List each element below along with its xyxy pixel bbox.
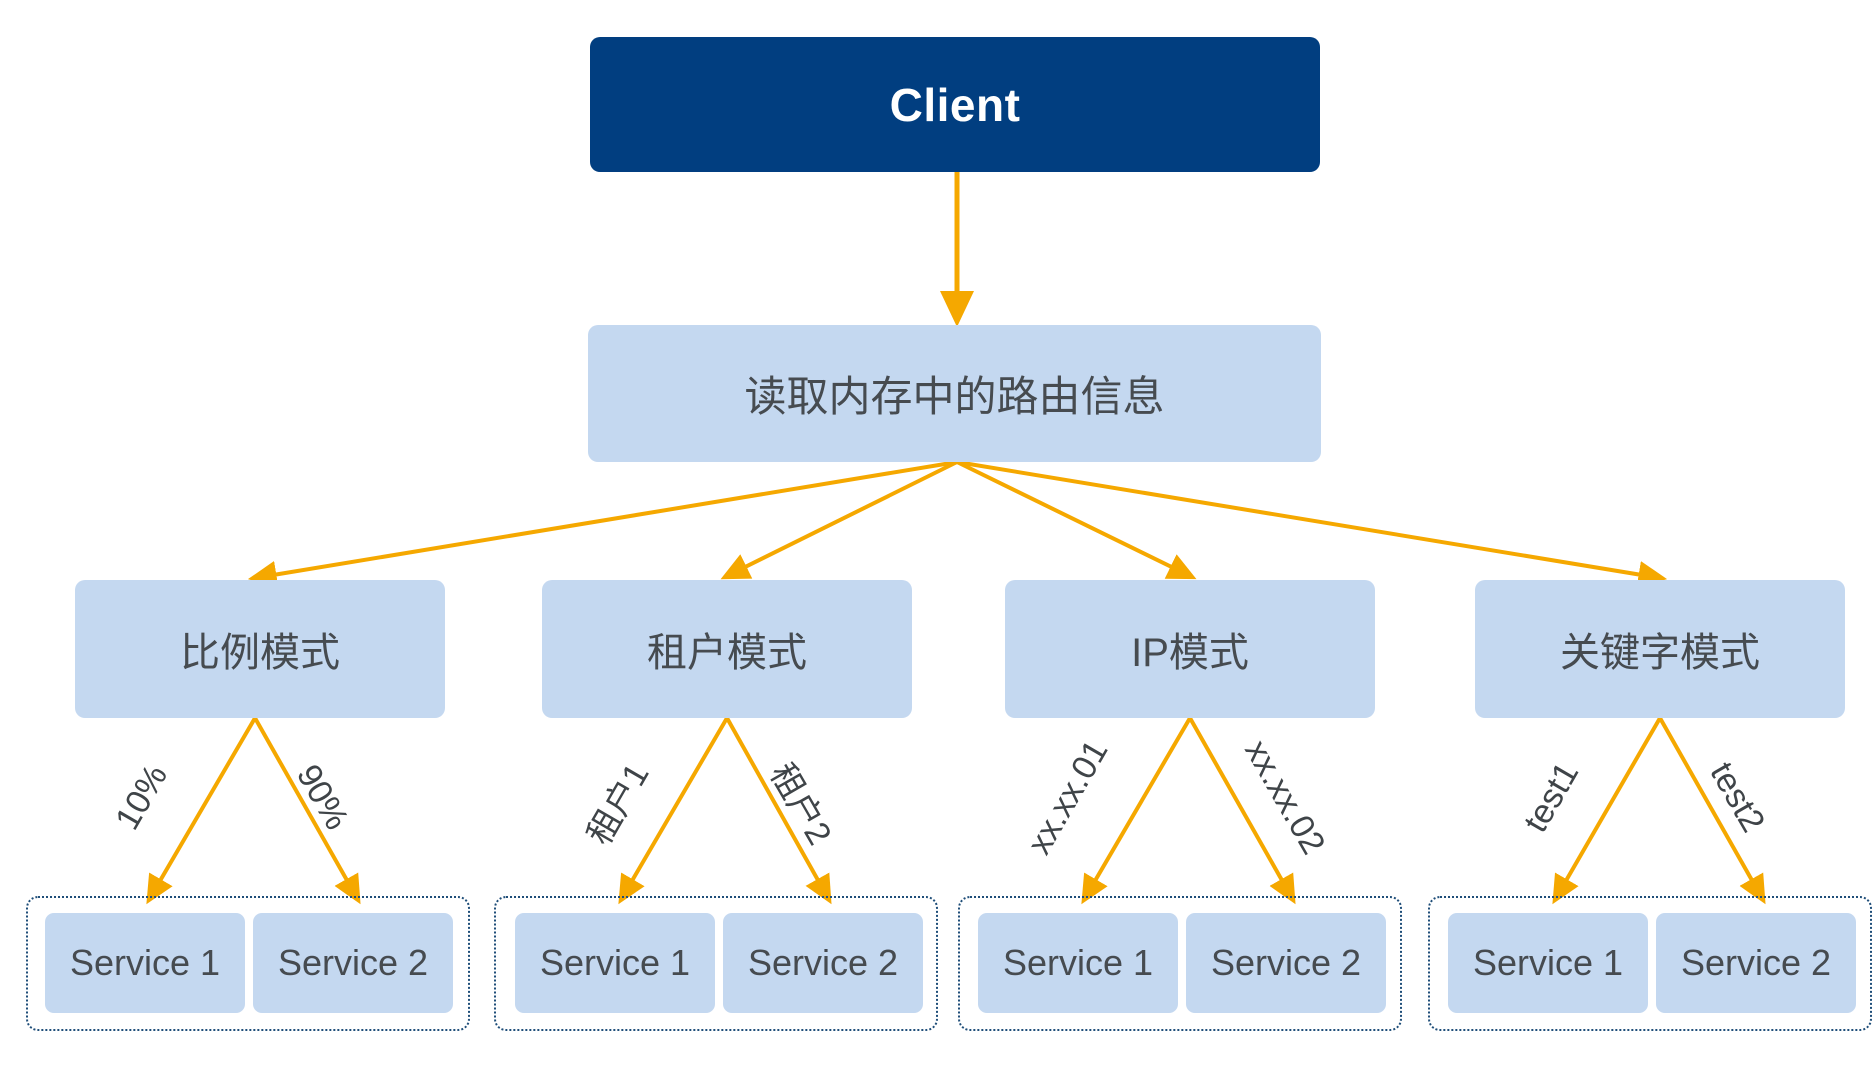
service-group-ratio — [26, 896, 470, 1031]
mode-label-tenant: 租户模式 — [647, 631, 807, 675]
route-info-label: 读取内存中的路由信息 — [744, 373, 1165, 420]
service-label: Service 2 — [747, 942, 899, 983]
service-group-ip — [958, 896, 1402, 1031]
service-group-tenant — [494, 896, 938, 1031]
mode-label-ip: IP模式 — [1131, 631, 1249, 675]
route-info-node[interactable]: 读取内存中的路由信息 — [588, 325, 1321, 462]
service-node-ip-1[interactable]: Service 1 — [978, 913, 1178, 1013]
edge-mode-3-service-2 — [1188, 717, 1296, 905]
service-label: Service 1 — [1472, 942, 1624, 983]
service-node-ratio-1[interactable]: Service 1 — [45, 913, 245, 1013]
mode-node-ratio[interactable]: 比例模式 — [75, 580, 445, 718]
service-label: Service 1 — [69, 942, 221, 983]
mode-node-ip[interactable]: IP模式 — [1005, 580, 1375, 718]
edge-step-to-mode-1 — [247, 460, 958, 588]
edge-mode-3-service-1 — [1081, 716, 1192, 905]
mode-label-ratio: 比例模式 — [180, 631, 340, 675]
service-label: Service 2 — [1680, 942, 1832, 983]
service-label: Service 2 — [277, 942, 429, 983]
mode-label-keyword: 关键字模式 — [1560, 631, 1760, 675]
client-label: Client — [889, 78, 1021, 131]
client-node[interactable]: Client — [590, 37, 1320, 172]
edge-step-to-mode-2 — [720, 460, 958, 580]
service-node-keyword-1[interactable]: Service 1 — [1448, 913, 1648, 1013]
service-label: Service 1 — [539, 942, 691, 983]
edge-mode-1-service-2 — [253, 717, 361, 905]
service-label: Service 1 — [1002, 942, 1154, 983]
service-node-keyword-2[interactable]: Service 2 — [1656, 913, 1856, 1013]
edge-step-to-mode-3 — [956, 460, 1197, 580]
service-node-ip-2[interactable]: Service 2 — [1186, 913, 1386, 1013]
edge-mode-1-service-1 — [146, 716, 257, 905]
edge-mode-4-service-1 — [1552, 716, 1662, 905]
edge-mode-2-service-2 — [725, 717, 832, 905]
edge-mode-2-service-1 — [618, 716, 729, 905]
edge-step-to-mode-4 — [956, 460, 1668, 588]
service-node-tenant-1[interactable]: Service 1 — [515, 913, 715, 1013]
service-node-ratio-2[interactable]: Service 2 — [253, 913, 453, 1013]
mode-node-keyword[interactable]: 关键字模式 — [1475, 580, 1845, 718]
mode-node-tenant[interactable]: 租户模式 — [542, 580, 912, 718]
edge-mode-4-service-2 — [1658, 717, 1766, 905]
service-group-keyword — [1428, 896, 1872, 1031]
service-node-tenant-2[interactable]: Service 2 — [723, 913, 923, 1013]
service-label: Service 2 — [1210, 942, 1362, 983]
